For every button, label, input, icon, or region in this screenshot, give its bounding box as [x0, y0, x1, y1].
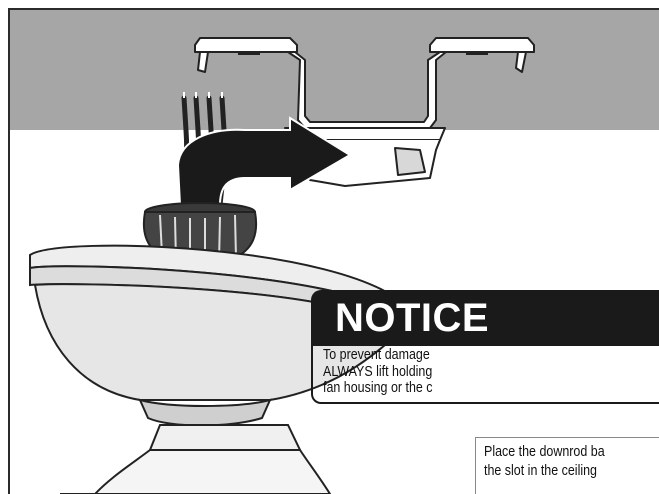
notice-heading: NOTICE: [311, 290, 659, 346]
instruction-line-2: the slot in the ceiling: [484, 462, 659, 481]
instruction-line-1: Place the downrod ba: [484, 443, 659, 462]
notice-body: To prevent damage ALWAYS lift holding fa…: [311, 344, 659, 404]
notice-line-1: To prevent damage: [323, 347, 638, 364]
instruction-box: Place the downrod ba the slot in the cei…: [475, 437, 659, 494]
notice-line-3: fan housing or the c: [323, 380, 638, 397]
notice-line-2: ALWAYS lift holding: [323, 364, 638, 381]
